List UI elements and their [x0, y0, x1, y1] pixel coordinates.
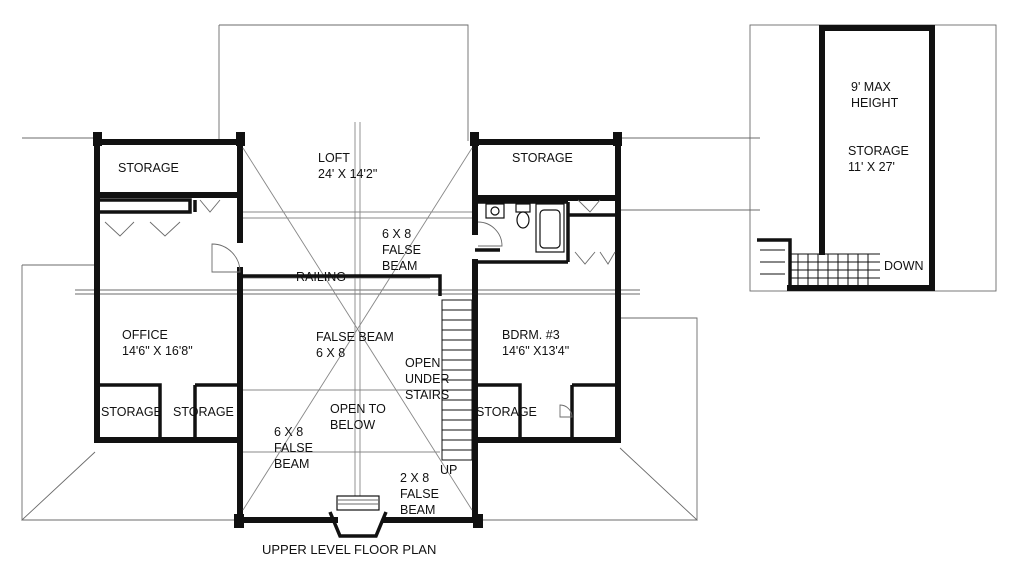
plan-caption: UPPER LEVEL FLOOR PLAN: [262, 542, 436, 557]
exterior-walls: [94, 139, 621, 523]
loft-size: 24' X 14'2": [318, 167, 377, 181]
room-labels: STORAGE LOFT 24' X 14'2" STORAGE 6 X 8 F…: [101, 80, 924, 557]
beam-6x8-top-1: 6 X 8: [382, 227, 411, 241]
bay-window: [328, 495, 388, 538]
open-under-stairs-3: STAIRS: [405, 388, 449, 402]
bathroom-fixtures: [485, 203, 565, 253]
loft-label: LOFT: [318, 151, 350, 165]
beam-2x8-2: FALSE: [400, 487, 439, 501]
storage-office-right-label: STORAGE: [173, 405, 234, 419]
beam-2x8-3: BEAM: [400, 503, 435, 517]
open-to-below-2: BELOW: [330, 418, 375, 432]
beam-6x8-bottom-1: 6 X 8: [274, 425, 303, 439]
railing-label: RAILING: [296, 270, 346, 284]
garage-max-height-2: HEIGHT: [851, 96, 899, 110]
storage-top-right-label: STORAGE: [512, 151, 573, 165]
beam-6x8-bottom-3: BEAM: [274, 457, 309, 471]
open-under-stairs-1: OPEN: [405, 356, 440, 370]
loft-beams: [242, 122, 473, 511]
beam-2x8-1: 2 X 8: [400, 471, 429, 485]
storage-bedroom-label: STORAGE: [476, 405, 537, 419]
garage-storage-label: STORAGE: [848, 144, 909, 158]
bedroom-label: BDRM. #3: [502, 328, 560, 342]
storage-top-left-label: STORAGE: [118, 161, 179, 175]
up-label: UP: [440, 463, 457, 477]
storage-office-left-label: STORAGE: [101, 405, 162, 419]
interior-walls: [97, 198, 618, 440]
garage-storage-size: 11' X 27': [848, 160, 895, 174]
bedroom-size: 14'6" X13'4": [502, 344, 569, 358]
garage-storage: [749, 24, 997, 292]
railing: [243, 274, 442, 296]
garage-down-label: DOWN: [884, 259, 924, 273]
open-under-stairs-2: UNDER: [405, 372, 449, 386]
beam-6x8-bottom-2: FALSE: [274, 441, 313, 455]
false-beam-mid-1: FALSE BEAM: [316, 330, 394, 344]
beam-6x8-top-3: BEAM: [382, 259, 417, 273]
open-to-below-1: OPEN TO: [330, 402, 386, 416]
wall-posts: [93, 132, 622, 528]
beam-6x8-top-2: FALSE: [382, 243, 421, 257]
office-label: OFFICE: [122, 328, 168, 342]
roof-outline: [21, 24, 760, 522]
stairs: [441, 299, 473, 461]
false-beam-mid-2: 6 X 8: [316, 346, 345, 360]
garage-max-height-1: 9' MAX: [851, 80, 892, 94]
office-size: 14'6" X 16'8": [122, 344, 193, 358]
